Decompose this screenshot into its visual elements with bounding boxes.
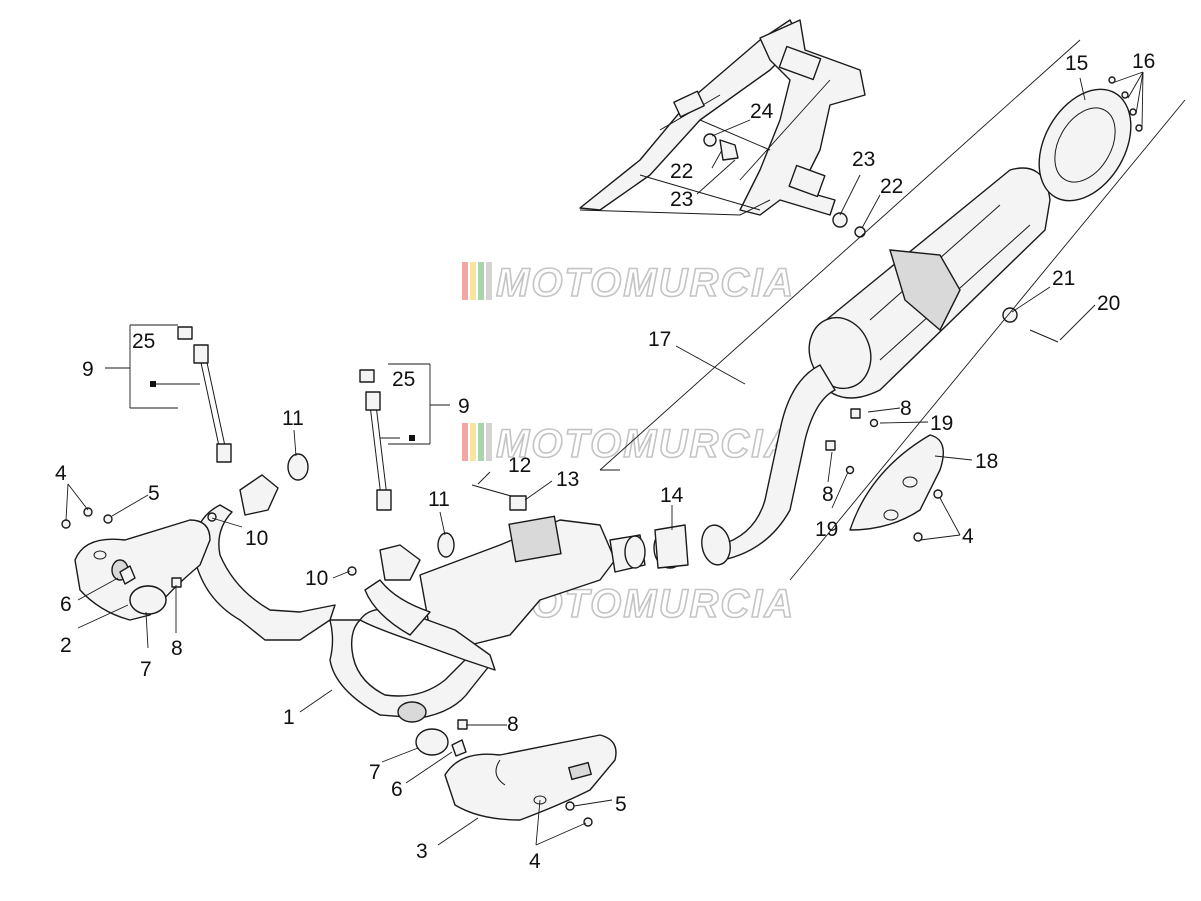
callout-4: 4 [962, 525, 974, 548]
watermark-middle: MOTOMURCIA [462, 421, 795, 467]
bush-23-b [832, 212, 848, 228]
callout-8: 8 [507, 713, 519, 736]
callout-11: 11 [282, 407, 304, 430]
end-cap-15 [1038, 88, 1132, 202]
callout-12: 12 [508, 454, 531, 477]
heat-shield-18 [849, 434, 944, 531]
callout-7: 7 [140, 658, 152, 681]
clamp-7-left [129, 585, 167, 615]
muffler [808, 167, 1051, 399]
lambda-sensor-right [359, 369, 392, 511]
callout-22: 22 [880, 175, 903, 198]
callout-6: 6 [391, 778, 403, 801]
callout-22: 22 [670, 160, 693, 183]
callout-13: 13 [556, 468, 579, 491]
callout-15: 15 [1065, 52, 1088, 75]
callout-labels: 15 16 24 22 23 23 22 21 20 17 25 9 25 9 … [55, 50, 1155, 873]
washer-22-b [854, 226, 866, 238]
bush-23-a [719, 139, 739, 161]
gasket-11-right [437, 532, 455, 558]
callout-18: 18 [975, 450, 998, 473]
callout-10: 10 [245, 527, 268, 550]
clamp-7-bottom [415, 728, 449, 756]
callout-24: 24 [750, 100, 774, 123]
callout-7: 7 [369, 761, 381, 784]
callout-4: 4 [529, 850, 541, 873]
heat-shield-3 [444, 734, 617, 821]
lambda-sensor-left [177, 326, 232, 463]
watermark-text: MOTOMURCIA [496, 422, 795, 466]
bolt-20 [1029, 329, 1059, 343]
callout-5: 5 [148, 482, 160, 505]
spacer-13 [509, 495, 527, 511]
callout-1: 1 [283, 706, 295, 729]
watermark-text: MOTOMURCIA [496, 261, 795, 305]
callout-2: 2 [60, 634, 72, 657]
callout-17: 17 [648, 328, 671, 351]
bracket-marker [150, 381, 156, 387]
callout-8: 8 [822, 483, 834, 506]
callout-23: 23 [670, 188, 693, 211]
callout-9: 9 [458, 395, 470, 418]
callout-8: 8 [900, 397, 912, 420]
callout-4: 4 [55, 462, 67, 485]
callout-19: 19 [815, 518, 838, 541]
clamp-14 [653, 524, 689, 569]
callout-10: 10 [305, 567, 328, 590]
callout-8: 8 [171, 637, 183, 660]
callout-16: 16 [1132, 50, 1155, 73]
bracket-marker [409, 435, 415, 441]
gasket-11-left [287, 453, 309, 481]
callout-20: 20 [1097, 292, 1120, 315]
collector-box [419, 515, 646, 646]
callout-25: 25 [392, 368, 415, 391]
link-pipe-17 [701, 364, 836, 566]
callout-23: 23 [852, 148, 875, 171]
callout-14: 14 [660, 484, 684, 507]
leader-lines [65, 39, 1186, 846]
header-pipes-1 [193, 474, 496, 723]
watermark-top: MOTOMURCIA [462, 260, 795, 306]
rear-frame [579, 19, 866, 216]
callout-25: 25 [132, 330, 155, 353]
callout-5: 5 [615, 793, 627, 816]
callout-19: 19 [930, 412, 953, 435]
washer-22-a [703, 133, 717, 147]
callout-6: 6 [60, 593, 72, 616]
callout-21: 21 [1052, 267, 1075, 290]
callout-11: 11 [428, 488, 450, 511]
callout-3: 3 [416, 840, 428, 863]
fasteners [61, 76, 1143, 827]
callout-9: 9 [82, 358, 94, 381]
